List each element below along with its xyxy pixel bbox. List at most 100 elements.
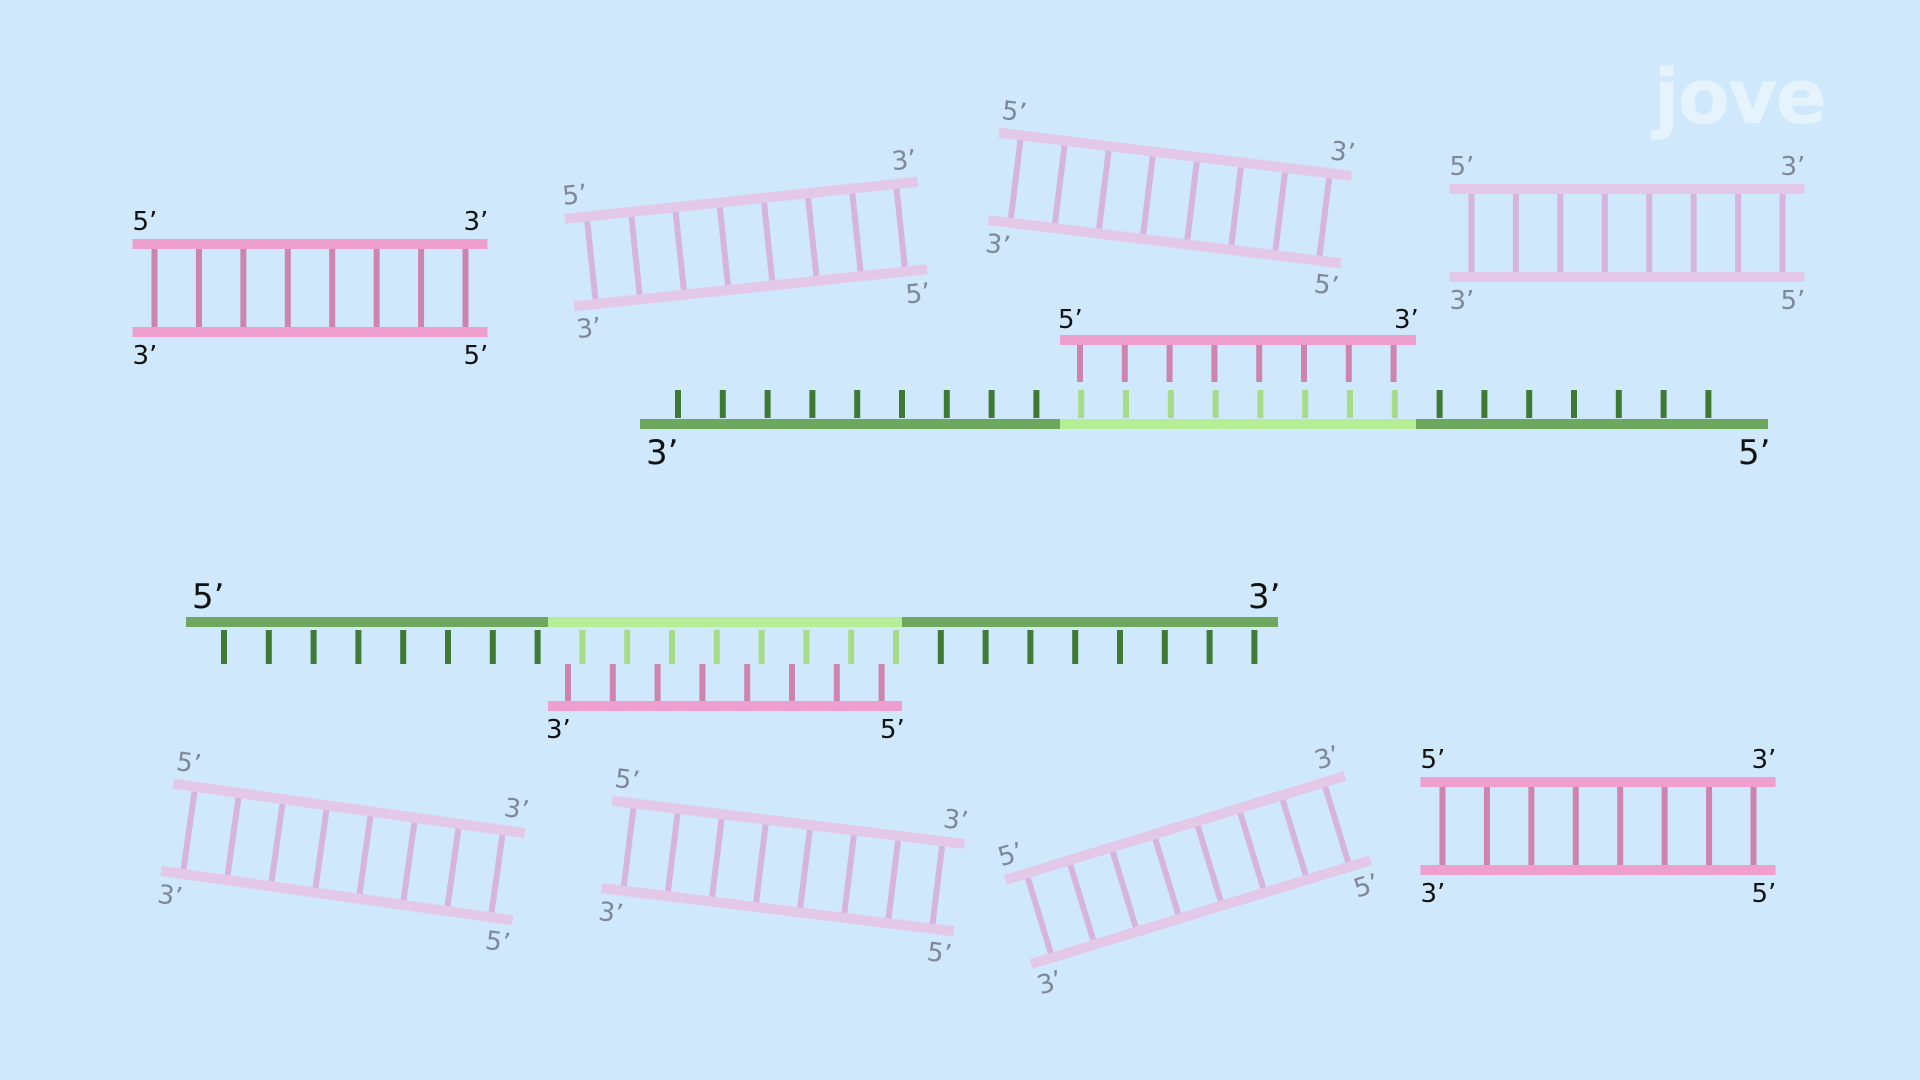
bound-probe-end-label: 5’	[880, 715, 905, 745]
probe-ladder: 5’ 3’ 3’ 5’	[995, 740, 1383, 1001]
hybrid-region	[1060, 419, 1416, 429]
bound-probe-strand	[548, 701, 902, 711]
probe-top-strand	[1449, 184, 1805, 194]
target-backbone	[640, 419, 1060, 429]
probe-bottom-strand	[132, 327, 488, 337]
probe-rung	[620, 806, 637, 888]
probe-bottom-strand	[987, 215, 1342, 269]
three-prime-label: 3’	[1752, 745, 1777, 775]
probe-rung	[1152, 837, 1182, 916]
probe-ladder: 5’3’3’5’	[1449, 152, 1806, 316]
probe-top-strand	[564, 176, 919, 224]
probe-rung	[180, 790, 198, 871]
three-prime-label: 3’	[984, 229, 1012, 262]
probe-rung	[1007, 138, 1024, 220]
probe-rung	[488, 833, 506, 914]
target-backbone	[186, 617, 548, 627]
target-end-label: 3’	[646, 433, 678, 473]
probe-rung	[1237, 811, 1267, 890]
probe-rung	[841, 834, 857, 915]
three-prime-label: 3’	[133, 341, 158, 371]
three-prime-label: 3’	[1311, 740, 1343, 776]
probe-top-strand	[132, 239, 488, 249]
three-prime-label: 3’	[1329, 136, 1357, 169]
five-prime-label: 5’	[561, 179, 589, 211]
probe-rung	[1316, 176, 1333, 258]
probe-ladder: 5’ 3’ 3’ 5’	[561, 145, 932, 345]
five-prime-label: 5’	[133, 207, 158, 237]
five-prime-label: 5’	[1350, 869, 1382, 905]
probe-rung	[760, 201, 776, 282]
probe-rung	[1140, 155, 1156, 236]
jove-logo: jove	[1653, 52, 1827, 141]
probe-rung	[805, 196, 820, 278]
probe-rung	[1322, 785, 1352, 864]
probe-rung	[1228, 166, 1244, 247]
probe-rung	[1096, 149, 1112, 230]
probe-rung	[356, 815, 374, 896]
probe-bottom-strand	[1420, 865, 1776, 875]
probe-top-strand	[998, 127, 1353, 181]
target-strand-assembly: 3’ 5’ 5’ 3’	[640, 305, 1770, 473]
target-end-label: 3’	[1248, 577, 1280, 617]
three-prime-label: 3’	[942, 804, 970, 837]
probe-ladder: 5’3’3’5’	[156, 747, 531, 959]
probe-rung	[929, 844, 946, 926]
bound-probe-end-label: 3’	[1394, 305, 1419, 335]
three-prime-label: 3’	[1781, 152, 1806, 182]
probe-rung	[268, 802, 286, 883]
target-strand-assembly: 5’ 3’ 3’ 5’	[186, 577, 1280, 745]
three-prime-label: 3’	[156, 880, 185, 913]
probe-bottom-strand	[600, 883, 955, 937]
three-prime-label: 3’	[890, 145, 918, 177]
target-end-label: 5’	[1738, 433, 1770, 473]
probe-rung	[716, 206, 732, 287]
target-backbone	[902, 617, 1278, 627]
probe-rung	[224, 796, 242, 877]
hybrid-region	[548, 617, 902, 627]
probe-rung	[664, 812, 681, 893]
probe-rung	[444, 827, 462, 908]
three-prime-label: 3’	[1034, 965, 1066, 1001]
probe-bottom-strand	[160, 865, 514, 926]
five-prime-label: 5’	[1450, 152, 1475, 182]
three-prime-label: 3’	[597, 897, 625, 930]
three-prime-label: 3’	[464, 207, 489, 237]
probe-ladder: 5’3’3’5’	[1420, 745, 1777, 909]
five-prime-label: 5’	[1000, 96, 1028, 129]
five-prime-label: 5’	[925, 937, 953, 970]
five-prime-label: 5’	[1312, 269, 1340, 302]
five-prime-label: 5’	[1752, 879, 1777, 909]
probe-rung	[753, 823, 769, 904]
probe-rung	[312, 808, 330, 889]
bound-probe-end-label: 3’	[546, 715, 571, 745]
probe-ladder: 5’ 3’ 3’ 5’	[984, 96, 1357, 302]
three-prime-label: 3’	[575, 313, 603, 345]
target-end-label: 5’	[192, 577, 224, 617]
probe-rung	[1024, 876, 1054, 955]
three-prime-label: 3’	[1450, 286, 1475, 316]
probe-rung	[893, 187, 908, 268]
probe-rung	[849, 192, 864, 273]
target-backbone	[1416, 419, 1768, 429]
probe-rung	[1194, 824, 1224, 903]
probe-ladder: 5’3’3’5’	[132, 207, 489, 371]
probe-bottom-strand	[573, 264, 928, 312]
probe-rung	[584, 220, 599, 301]
five-prime-label: 5’	[904, 278, 932, 310]
probe-top-strand	[1420, 777, 1776, 787]
five-prime-label: 5’	[995, 837, 1027, 873]
bound-probe-end-label: 5’	[1058, 305, 1083, 335]
probe-rung	[1051, 144, 1068, 225]
probe-rung	[885, 839, 902, 920]
three-prime-label: 3’	[502, 793, 531, 826]
probe-rung	[1279, 798, 1309, 877]
probe-top-strand	[611, 795, 966, 849]
five-prime-label: 5’	[483, 926, 512, 959]
probe-rung	[1184, 160, 1200, 241]
bound-probe-strand	[1060, 335, 1416, 345]
probe-top-strand	[172, 778, 526, 839]
three-prime-label: 3’	[1421, 879, 1446, 909]
